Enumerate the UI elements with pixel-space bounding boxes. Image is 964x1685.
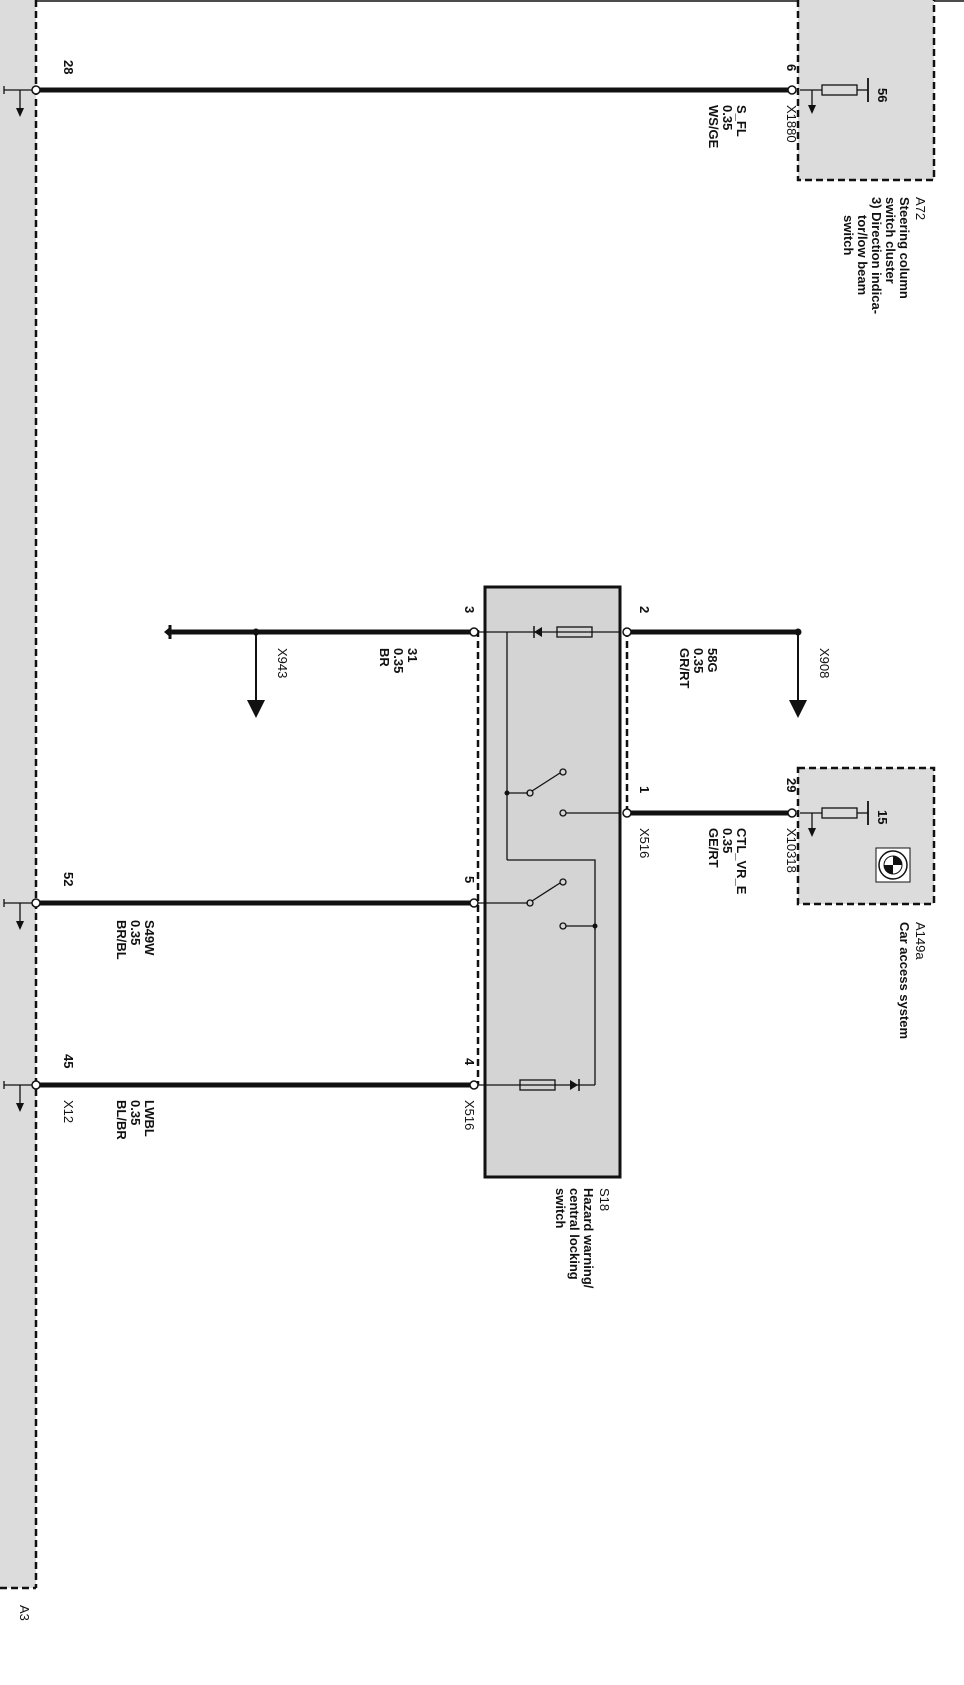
svg-text:BL/BR: BL/BR [114, 1100, 129, 1140]
module-a3: A3 [0, 0, 38, 1621]
a72-description: Steering column switch cluster 3) Direct… [841, 197, 912, 314]
a3-pin-28-stub [3, 86, 34, 117]
module-a72: 56 [796, 0, 936, 182]
svg-text:tor/low beam: tor/low beam [855, 215, 870, 295]
svg-text:switch: switch [553, 1188, 568, 1229]
wire-lwbl: 45 X12 X516 LWBL 0.35 BL/BR [31, 1054, 479, 1140]
a3-pin-52: 52 [61, 872, 76, 886]
s18-description: Hazard warning/ central locking switch [553, 1188, 596, 1289]
s18-pin-4: 4 [462, 1058, 477, 1066]
wire-s-fl: 28 6 X1880 S_FL 0.35 WS/GE [31, 60, 799, 149]
s18-pin-5: 5 [462, 876, 477, 883]
a72-id: A72 [913, 197, 928, 220]
svg-text:58G: 58G [705, 648, 720, 673]
svg-text:switch: switch [841, 215, 856, 256]
svg-text:0.35: 0.35 [128, 920, 143, 945]
connector-x12: X12 [61, 1100, 76, 1123]
connector-x943: X943 [275, 648, 290, 678]
a72-pin-6: 6 [784, 64, 799, 71]
svg-text:LWBL: LWBL [142, 1100, 157, 1137]
wire-s49w: 52 S49W 0.35 BR/BL [31, 872, 479, 960]
svg-text:BR/BL: BR/BL [114, 920, 129, 960]
svg-text:central locking: central locking [567, 1188, 582, 1280]
a149a-description: Car access system [897, 922, 912, 1039]
wire-31: X943 31 0.35 BR [164, 625, 479, 718]
module-s18: 3 2 1 5 4 [462, 585, 652, 1179]
a149a-id: A149a [913, 922, 928, 960]
a3-pin-45-stub [3, 1081, 34, 1112]
svg-text:31: 31 [405, 648, 420, 662]
connector-x516-bottom: X516 [462, 1100, 477, 1130]
a3-pin-45: 45 [61, 1054, 76, 1068]
s18-pin-3: 3 [462, 606, 477, 613]
s18-pin-1: 1 [637, 786, 652, 793]
ground-icon [164, 625, 172, 639]
wire-58g: X908 58G 0.35 GR/RT [622, 627, 832, 718]
svg-text:CTL_VR_E: CTL_VR_E [734, 828, 749, 895]
svg-text:S_FL: S_FL [734, 105, 749, 137]
svg-text:switch cluster: switch cluster [883, 197, 898, 284]
a3-pin-28: 28 [61, 60, 76, 74]
s18-pin-2: 2 [637, 606, 652, 613]
module-a149a: 15 [796, 766, 936, 906]
connector-x1880: X1880 [784, 105, 799, 143]
a3-label: A3 [17, 1605, 32, 1621]
brand-roundel-icon [875, 847, 911, 883]
a3-pin-52-stub [3, 899, 34, 930]
connector-x516-top: X516 [637, 828, 652, 858]
svg-text:GE/RT: GE/RT [706, 828, 721, 868]
svg-text:3) Direction indica-: 3) Direction indica- [869, 197, 884, 314]
wire-ctl-vr-e: 29 X516 X10318 CTL_VR_E 0.35 GE/RT [622, 778, 799, 895]
svg-text:0.35: 0.35 [691, 648, 706, 673]
svg-text:Steering column: Steering column [897, 197, 912, 299]
svg-text:WS/GE: WS/GE [706, 105, 721, 149]
svg-text:0.35: 0.35 [720, 105, 735, 130]
svg-text:Hazard warning/: Hazard warning/ [581, 1188, 596, 1289]
svg-text:0.35: 0.35 [720, 828, 735, 853]
svg-text:GR/RT: GR/RT [677, 648, 692, 689]
svg-text:S49W: S49W [142, 920, 157, 956]
connector-x10318: X10318 [784, 828, 799, 873]
svg-text:0.35: 0.35 [391, 648, 406, 673]
svg-text:BR: BR [377, 648, 392, 667]
connector-x908: X908 [817, 648, 832, 678]
a149a-pin-15: 15 [875, 810, 890, 824]
a72-pin-56: 56 [875, 88, 890, 102]
svg-text:0.35: 0.35 [128, 1100, 143, 1125]
a149a-pin-29: 29 [784, 778, 799, 792]
s18-id: S18 [597, 1188, 612, 1211]
